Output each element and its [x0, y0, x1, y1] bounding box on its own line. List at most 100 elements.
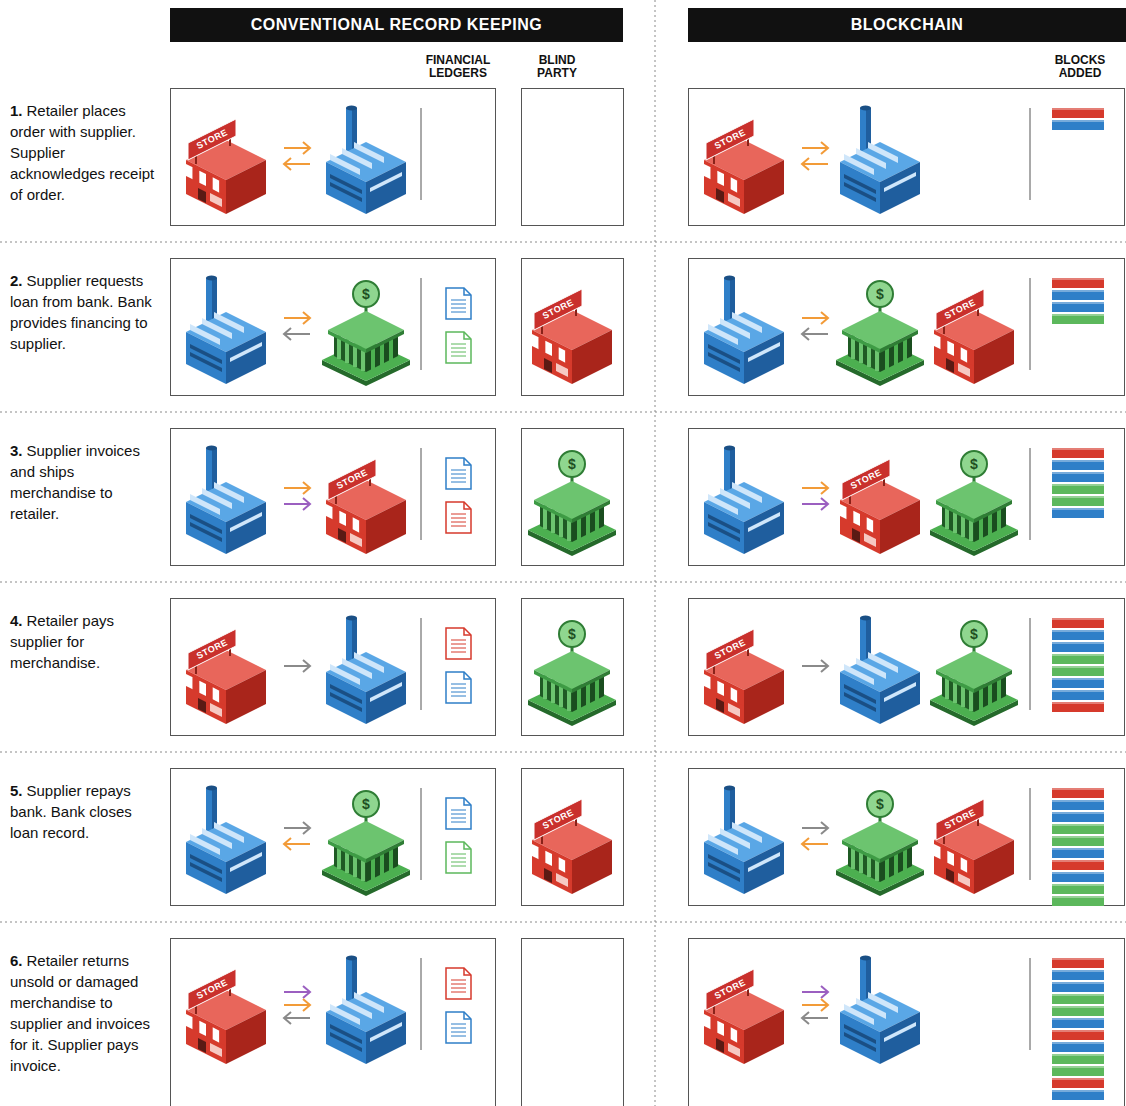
column-header: BLOCKCHAIN — [688, 8, 1126, 42]
chain-block — [1052, 618, 1104, 628]
blocks-divider — [1030, 278, 1031, 370]
column-subheader: BLIND PARTY — [521, 54, 593, 80]
chain-block — [1052, 824, 1104, 834]
chain-block — [1052, 666, 1104, 676]
blockchain-panel — [689, 769, 1125, 906]
header-text: BLOCKCHAIN — [851, 16, 964, 34]
factory-building — [316, 952, 416, 1067]
chain-block — [1052, 302, 1104, 312]
ledger-document — [446, 458, 471, 489]
coin-symbol: $ — [970, 456, 978, 472]
store-building: STORE — [522, 782, 622, 897]
factory-building — [176, 442, 276, 557]
arrow-head — [284, 838, 291, 850]
record-panel — [171, 89, 496, 226]
chain-block — [1052, 690, 1104, 700]
bank-building: $ — [316, 782, 416, 897]
factory-icon — [830, 952, 930, 1067]
store-building: STORE — [316, 442, 416, 557]
step-text: 5.Supplier repays bank. Bank closes loan… — [10, 780, 160, 843]
flow-arrow — [284, 665, 310, 667]
factory-building — [694, 272, 794, 387]
chain-block — [1052, 702, 1104, 712]
ledger-divider — [421, 618, 422, 710]
chain-block — [1052, 460, 1104, 470]
block-highlight — [1052, 1090, 1104, 1092]
chain-block — [1052, 896, 1104, 906]
flow-arrow — [802, 487, 828, 489]
factory-building — [830, 612, 930, 727]
arrow-head — [303, 660, 310, 672]
store-icon — [830, 442, 930, 557]
block-highlight — [1052, 872, 1104, 874]
row-divider — [0, 412, 1126, 413]
blind-party-panel — [522, 259, 624, 396]
block-highlight — [1052, 472, 1104, 474]
arrow-head — [821, 498, 828, 510]
store-building: STORE — [694, 612, 794, 727]
record-panel — [171, 939, 496, 1106]
block-highlight — [1052, 1018, 1104, 1020]
arrow-head — [821, 986, 828, 998]
flow-arrow — [284, 147, 310, 149]
store-building: STORE — [522, 272, 622, 387]
arrow-head — [303, 498, 310, 510]
ledger-divider — [421, 448, 422, 540]
flow-arrow — [802, 827, 828, 829]
flow-arrow — [284, 503, 310, 505]
chain-block — [1052, 994, 1104, 1004]
flow-arrow — [802, 665, 828, 667]
chain-block — [1052, 848, 1104, 858]
arrow-head — [284, 158, 291, 170]
block-highlight — [1052, 958, 1104, 960]
chain-block — [1052, 496, 1104, 506]
step-description: Supplier invoices and ships merchandise … — [10, 442, 140, 522]
block-highlight — [1052, 824, 1104, 826]
block-highlight — [1052, 1042, 1104, 1044]
flow-arrow — [802, 1017, 828, 1019]
arrow-head — [303, 312, 310, 324]
arrow-head — [821, 482, 828, 494]
block-highlight — [1052, 1054, 1104, 1056]
factory-icon — [694, 272, 794, 387]
store-icon — [694, 102, 794, 217]
chain-block — [1052, 314, 1104, 324]
factory-building — [694, 782, 794, 897]
factory-icon — [316, 102, 416, 217]
bank-building: $ — [522, 612, 622, 727]
chain-block — [1052, 788, 1104, 798]
flow-arrow — [802, 317, 828, 319]
bank-building: $ — [830, 272, 930, 387]
factory-icon — [694, 442, 794, 557]
coin-symbol: $ — [568, 456, 576, 472]
block-highlight — [1052, 860, 1104, 862]
ledger-document — [446, 502, 471, 533]
factory-icon — [316, 952, 416, 1067]
chain-block — [1052, 836, 1104, 846]
block-highlight — [1052, 290, 1104, 292]
chain-block — [1052, 278, 1104, 288]
flow-arrow — [802, 991, 828, 993]
block-highlight — [1052, 800, 1104, 802]
step-description: Supplier repays bank. Bank closes loan r… — [10, 782, 132, 841]
block-highlight — [1052, 314, 1104, 316]
ledger-document — [446, 968, 471, 999]
chain-block — [1052, 1030, 1104, 1040]
bank-building: $ — [316, 272, 416, 387]
store-icon — [694, 952, 794, 1067]
record-panel — [171, 599, 496, 736]
row-divider — [0, 922, 1126, 923]
block-highlight — [1052, 630, 1104, 632]
coin-symbol: $ — [568, 626, 576, 642]
block-highlight — [1052, 302, 1104, 304]
block-highlight — [1052, 618, 1104, 620]
ledger-divider — [421, 278, 422, 370]
column-header: CONVENTIONAL RECORD KEEPING — [170, 8, 623, 42]
blind-party-panel — [522, 89, 624, 226]
flow-arrow — [284, 1004, 310, 1006]
block-highlight — [1052, 654, 1104, 656]
blockchain-panel — [689, 259, 1125, 396]
record-panel — [171, 429, 496, 566]
block-highlight — [1052, 896, 1104, 898]
